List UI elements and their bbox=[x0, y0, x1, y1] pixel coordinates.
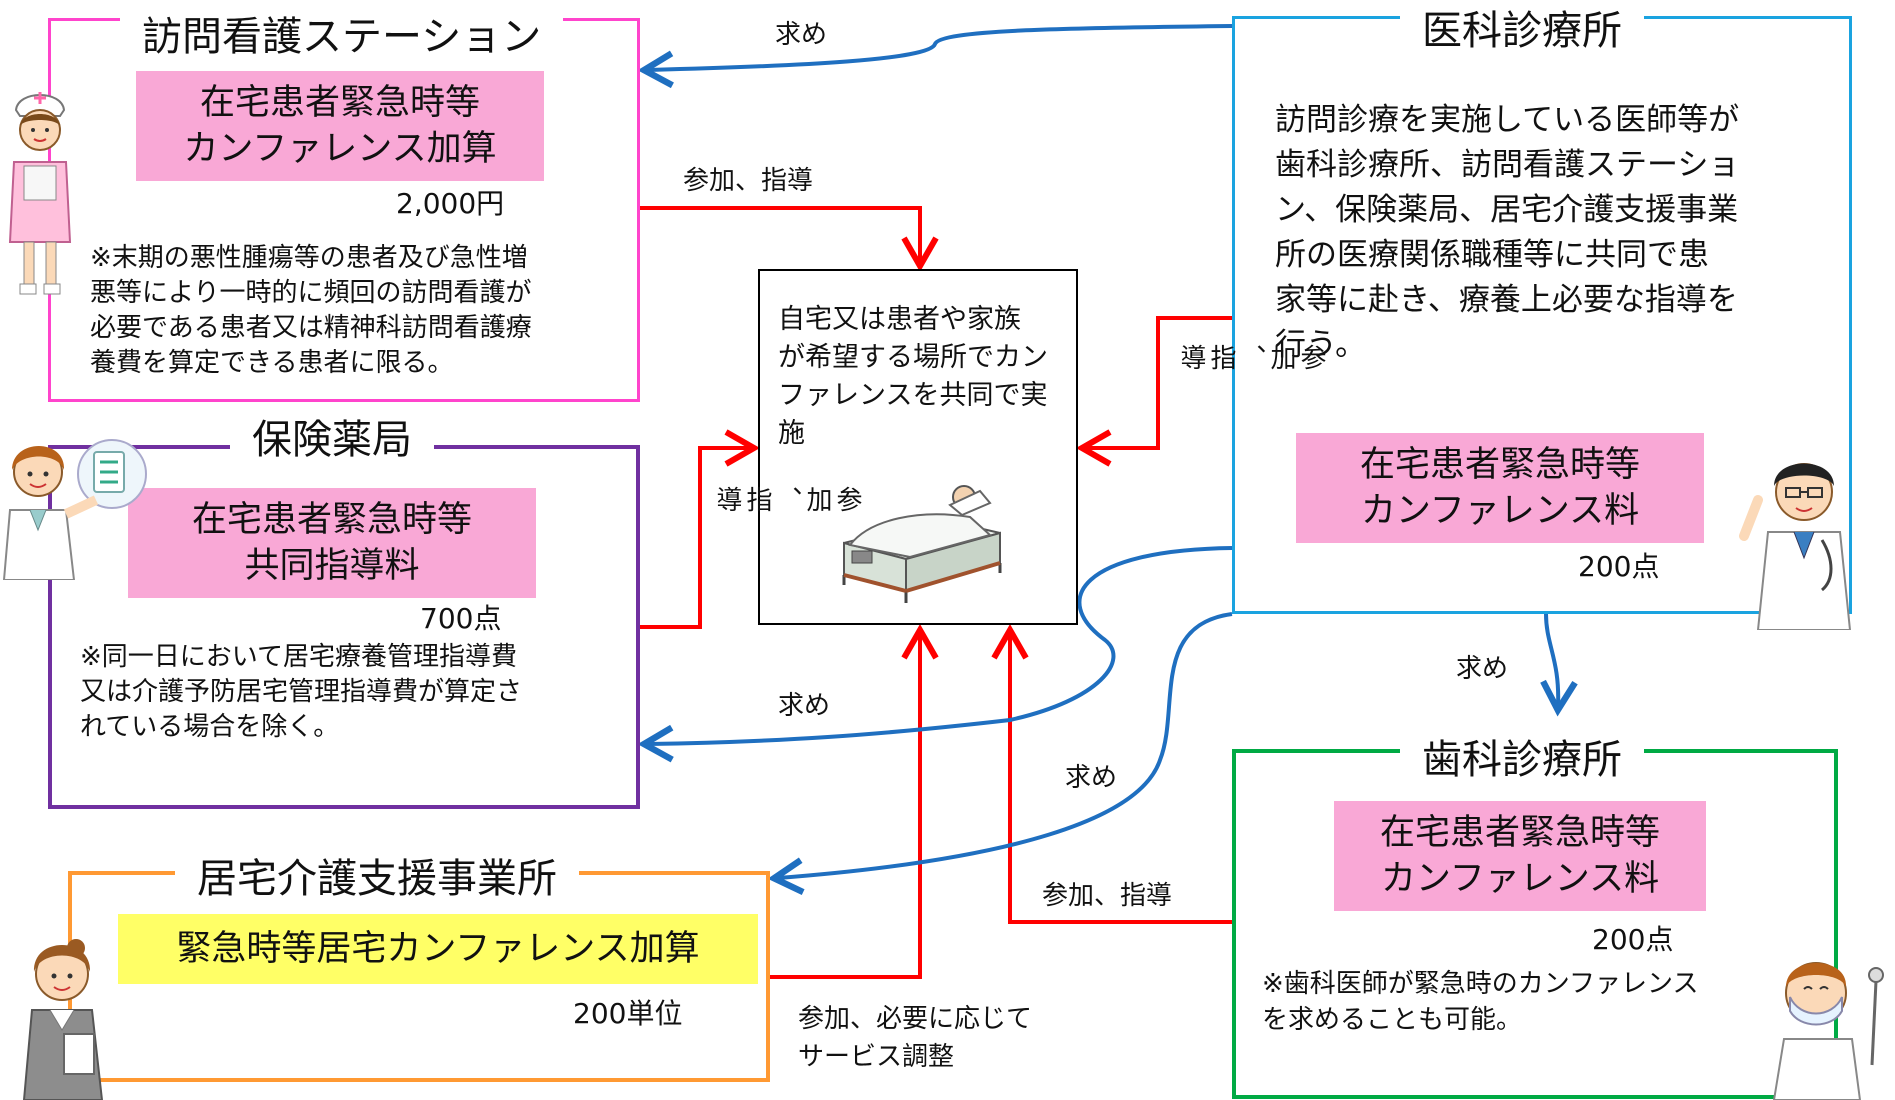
dental-note: ※歯科医師が緊急時のカンファレンス を求めることも可能。 bbox=[1262, 966, 1699, 1038]
medical-desc-line-5: 家等に赴き、療養上必要な指導を bbox=[1275, 282, 1738, 318]
label-request-care: 求め bbox=[1065, 763, 1118, 793]
center-line-1: 自宅又は患者や家族 bbox=[778, 304, 1021, 335]
center-line-2: が希望する場所でカン bbox=[778, 342, 1048, 373]
medical-clinic-title: 医科診療所 bbox=[1400, 6, 1644, 56]
nursing-amount: 2,000円 bbox=[396, 187, 505, 220]
medical-badge: 在宅患者緊急時等 カンファレンス料 bbox=[1296, 433, 1704, 543]
arrow-request-to-care bbox=[767, 612, 1233, 895]
pharmacy-amount: 700点 bbox=[420, 602, 502, 635]
pharmacy-note: ※同一日において居宅療養管理指導費 又は介護予防居宅管理指導費が算定さ れている… bbox=[80, 640, 522, 745]
nursing-note-line-3: 必要である患者又は精神科訪問看護療 bbox=[90, 313, 532, 343]
arrow-nursing-to-center bbox=[640, 206, 939, 273]
bed-patient-icon bbox=[842, 485, 1002, 603]
conference-location-text: 自宅又は患者や家族 が希望する場所でカン ファレンスを共同で実 施 bbox=[778, 301, 1048, 453]
label-participate-guide-right: 参 加 、 指 導 bbox=[1176, 344, 1326, 370]
nursing-note: ※末期の悪性腫瘍等の患者及び急性増 悪等により一時的に頻回の訪問看護が 必要であ… bbox=[90, 241, 532, 381]
label-participate-guide-dental: 参加、指導 bbox=[1042, 881, 1173, 911]
dental-note-line-1: ※歯科医師が緊急時のカンファレンス bbox=[1262, 969, 1699, 999]
pharmacy-badge-line-2: 共同指導料 bbox=[244, 546, 420, 586]
center-line-4: 施 bbox=[778, 418, 805, 449]
medical-desc-line-3: ン、保険薬局、居宅介護支援事業 bbox=[1275, 192, 1739, 228]
care-office-amount: 200単位 bbox=[573, 997, 683, 1030]
nursing-note-line-1: ※末期の悪性腫瘍等の患者及び急性増 bbox=[90, 243, 528, 273]
medical-amount: 200点 bbox=[1578, 550, 1660, 583]
care-label-line-1: 参加、必要に応じて bbox=[798, 1004, 1033, 1034]
label-request-dental: 求め bbox=[1456, 654, 1509, 684]
label-request-pharmacy: 求め bbox=[778, 691, 831, 721]
nursing-badge-line-1: 在宅患者緊急時等 bbox=[199, 83, 480, 123]
medical-desc-line-4: 所の医療関係職種等に共同で患 bbox=[1275, 237, 1709, 273]
arrow-request-to-nursing bbox=[637, 24, 1233, 89]
medical-desc-line-6: 行う。 bbox=[1275, 327, 1367, 363]
label-participate-guide-top: 参加、指導 bbox=[683, 166, 814, 196]
conference-location-box: 自宅又は患者や家族 が希望する場所でカン ファレンスを共同で実 施 bbox=[758, 269, 1078, 625]
vchar: 、 bbox=[772, 486, 802, 512]
label-participate-guide-left: 参 加 、 指 導 bbox=[712, 486, 862, 512]
label-request-top: 求め bbox=[775, 20, 828, 50]
dental-amount: 200点 bbox=[1592, 923, 1674, 956]
nursing-note-line-2: 悪等により一時的に頻回の訪問看護が bbox=[90, 278, 532, 308]
dental-badge-line-1: 在宅患者緊急時等 bbox=[1379, 813, 1660, 853]
dental-badge: 在宅患者緊急時等 カンファレンス料 bbox=[1334, 801, 1706, 911]
pharmacist-icon bbox=[2, 439, 147, 580]
vchar: 指 bbox=[742, 486, 772, 512]
pharmacy-title: 保険薬局 bbox=[230, 415, 434, 465]
pharmacy-badge: 在宅患者緊急時等 共同指導料 bbox=[128, 488, 536, 598]
care-office-badge: 緊急時等居宅カンファレンス加算 bbox=[118, 914, 758, 984]
arrow-pharmacy-to-center bbox=[640, 429, 761, 629]
vchar: 、 bbox=[1236, 344, 1266, 370]
pharmacy-note-line-1: ※同一日において居宅療養管理指導費 bbox=[80, 642, 518, 672]
vchar: 加 bbox=[1266, 344, 1296, 370]
medical-badge-line-2: カンファレンス料 bbox=[1360, 491, 1640, 531]
doctor-icon bbox=[1739, 463, 1852, 630]
care-label-line-2: サービス調整 bbox=[798, 1042, 955, 1072]
arrow-medical-to-center bbox=[1075, 316, 1232, 467]
dental-clinic-title: 歯科診療所 bbox=[1400, 735, 1644, 785]
care-manager-icon bbox=[22, 939, 104, 1100]
dental-note-line-2: を求めることも可能。 bbox=[1262, 1005, 1523, 1035]
medical-badge-line-1: 在宅患者緊急時等 bbox=[1359, 445, 1640, 485]
arrow-care-to-center bbox=[770, 623, 939, 979]
label-participate-care: 参加、必要に応じて サービス調整 bbox=[798, 1000, 1032, 1076]
medical-clinic-desc: 訪問診療を実施している医師等が 歯科診療所、訪問看護ステーショ ン、保険薬局、居… bbox=[1275, 98, 1739, 368]
pharmacy-note-line-2: 又は介護予防居宅管理指導費が算定さ bbox=[80, 677, 523, 707]
nursing-badge: 在宅患者緊急時等 カンファレンス加算 bbox=[136, 71, 544, 181]
medical-desc-line-1: 訪問診療を実施している医師等が bbox=[1275, 102, 1740, 138]
vchar: 導 bbox=[1176, 344, 1206, 370]
care-office-title: 居宅介護支援事業所 bbox=[175, 854, 579, 904]
dental-badge-line-2: カンファレンス料 bbox=[1380, 859, 1660, 899]
center-line-3: ファレンスを共同で実 bbox=[778, 380, 1048, 411]
vchar: 参 bbox=[1296, 344, 1326, 370]
vchar: 指 bbox=[1206, 344, 1236, 370]
nurse-icon bbox=[8, 92, 72, 295]
nursing-badge-line-2: カンファレンス加算 bbox=[183, 129, 497, 169]
vchar: 参 bbox=[832, 486, 862, 512]
arrow-dental-to-center bbox=[991, 623, 1232, 924]
nursing-note-line-4: 養費を算定できる患者に限る。 bbox=[90, 348, 454, 378]
arrow-request-to-dental bbox=[1540, 613, 1578, 717]
pharmacy-note-line-3: れている場合を除く。 bbox=[80, 712, 340, 742]
arrow-request-to-pharmacy bbox=[637, 546, 1233, 763]
dentist-icon bbox=[1772, 962, 1884, 1100]
nursing-station-title: 訪問看護ステーション bbox=[120, 12, 564, 62]
pharmacy-badge-line-1: 在宅患者緊急時等 bbox=[191, 500, 472, 540]
vchar: 導 bbox=[712, 486, 742, 512]
vchar: 加 bbox=[802, 486, 832, 512]
medical-desc-line-2: 歯科診療所、訪問看護ステーショ bbox=[1275, 147, 1740, 183]
